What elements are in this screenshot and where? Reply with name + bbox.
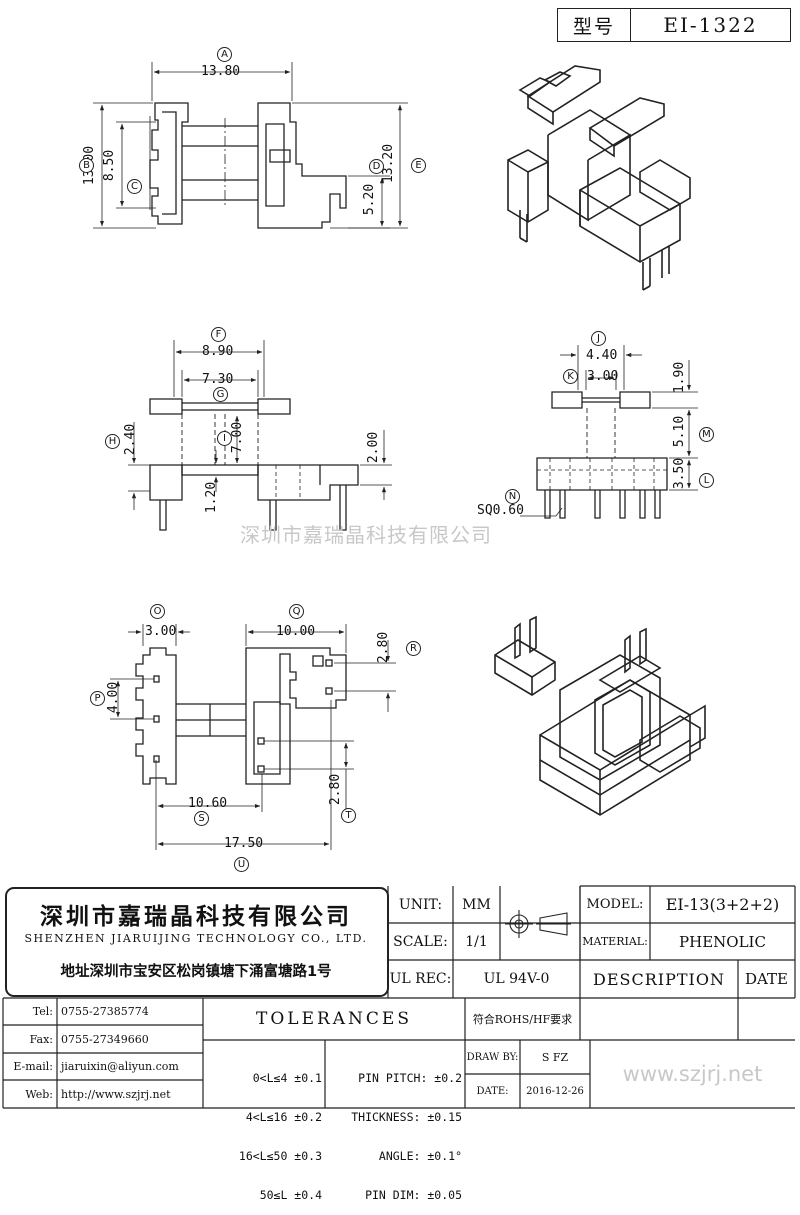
tolerance-line: 50≤L ±0.4 bbox=[259, 1188, 322, 1202]
dimension-label-q: Q bbox=[289, 604, 304, 619]
fax-value: 0755-27349660 bbox=[61, 1032, 149, 1046]
material-label: MATERIAL: bbox=[582, 935, 648, 948]
tolerance-line: PIN PITCH: ±0.2 bbox=[358, 1071, 462, 1085]
description-header: DESCRIPTION bbox=[593, 969, 725, 989]
dimension-label-a: A bbox=[217, 47, 232, 62]
tolerance-line: 4<L≤16 ±0.2 bbox=[245, 1110, 322, 1124]
front-view bbox=[128, 340, 392, 531]
side-view bbox=[520, 345, 698, 519]
web-label: Web: bbox=[25, 1087, 53, 1101]
dimension-label-l: L bbox=[699, 473, 714, 488]
tolerance-line: PIN DIM: ±0.05 bbox=[365, 1188, 462, 1202]
website-watermark: www.szjrj.net bbox=[622, 1062, 763, 1086]
scale-label: SCALE: bbox=[393, 933, 448, 950]
dimension-label-j: J bbox=[591, 331, 606, 346]
dimension-label-c: C bbox=[127, 179, 142, 194]
company-name-en: SHENZHEN JIARUIJING TECHNOLOGY CO., LTD. bbox=[24, 932, 368, 945]
tolerances-title: TOLERANCES bbox=[256, 1009, 412, 1029]
company-name-cn: 深圳市嘉瑞晶科技有限公司 bbox=[40, 904, 352, 930]
dim-J-value: 4.40 bbox=[586, 348, 618, 363]
email-value: jiaruixin@aliyun.com bbox=[61, 1060, 179, 1073]
dimension-label-o: O bbox=[150, 604, 165, 619]
dim-R-value: 2.80 bbox=[376, 631, 392, 664]
dimension-label-r: R bbox=[406, 641, 421, 656]
dimension-label-e: E bbox=[411, 158, 426, 173]
dim-F-value: 8.90 bbox=[202, 344, 234, 359]
isometric-view-top bbox=[507, 65, 691, 291]
dim-O-value: 3.00 bbox=[145, 624, 177, 639]
part-number: EI-1322 bbox=[663, 13, 758, 37]
dim-S-value: 10.60 bbox=[188, 796, 228, 811]
dim-j1-value: 1.90 bbox=[672, 361, 688, 394]
email-label: E-mail: bbox=[13, 1060, 53, 1073]
model-value: EI-13(3+2+2) bbox=[665, 895, 780, 914]
part-number-box: 型号 EI-1322 bbox=[557, 8, 791, 42]
dimension-label-m: M bbox=[699, 427, 714, 442]
dimension-label-h: H bbox=[105, 434, 120, 449]
bottom-view bbox=[110, 624, 396, 850]
projection-symbol-icon bbox=[505, 910, 571, 938]
dimension-label-n: N bbox=[505, 489, 520, 504]
dimension-label-i: I bbox=[217, 431, 232, 446]
dim-A-value: 13.80 bbox=[201, 64, 241, 79]
title-block-frame bbox=[2, 885, 796, 1109]
tolerance-line: ANGLE: ±0.1° bbox=[378, 1149, 462, 1163]
material-value: PHENOLIC bbox=[679, 932, 766, 951]
scale-value: 1/1 bbox=[465, 933, 488, 950]
tolerance-length-list: 0<L≤4 ±0.1 4<L≤16 ±0.2 16<L≤50 ±0.3 50≤L… bbox=[210, 1046, 322, 1215]
dim-h2-value: 2.00 bbox=[366, 431, 382, 464]
tel-value: 0755-27385774 bbox=[61, 1005, 149, 1018]
dimension-label-u: U bbox=[234, 857, 249, 872]
ul-rec-label: UL REC: bbox=[389, 971, 452, 987]
dim-D-value: 5.20 bbox=[362, 183, 378, 216]
tolerance-line: 0<L≤4 ±0.1 bbox=[252, 1071, 322, 1085]
dim-K-value: 3.00 bbox=[587, 369, 619, 384]
dimension-label-f: F bbox=[211, 327, 226, 342]
tolerance-misc-list: PIN PITCH: ±0.2 THICKNESS: ±0.15 ANGLE: … bbox=[328, 1046, 462, 1215]
isometric-view-bottom bbox=[494, 615, 706, 816]
ul-rec-value: UL 94V-0 bbox=[483, 971, 550, 987]
company-address: 地址深圳市宝安区松岗镇塘下涌富塘路1号 bbox=[60, 964, 332, 980]
dim-G-value: 7.30 bbox=[202, 372, 234, 387]
tolerance-line: 16<L≤50 ±0.3 bbox=[238, 1149, 322, 1163]
dimension-label-b: B bbox=[79, 158, 94, 173]
technical-drawing bbox=[2, 62, 796, 1109]
dim-M-value: 5.10 bbox=[672, 415, 688, 448]
tolerance-line: THICKNESS: ±0.15 bbox=[351, 1110, 462, 1124]
date-header: DATE bbox=[745, 970, 788, 988]
unit-value: MM bbox=[462, 896, 491, 913]
dimension-label-s: S bbox=[194, 811, 209, 826]
top-view bbox=[93, 62, 408, 229]
date-label: DATE: bbox=[476, 1085, 509, 1097]
dim-H-value: 2.40 bbox=[123, 423, 139, 456]
dim-U-value: 17.50 bbox=[224, 836, 264, 851]
part-number-label: 型号 bbox=[558, 9, 631, 41]
drawby-label: DRAW BY: bbox=[466, 1051, 519, 1063]
rohs-note: 符合ROHS/HF要求 bbox=[472, 1013, 573, 1026]
model-label: MODEL: bbox=[586, 897, 644, 912]
dimension-label-p: P bbox=[90, 691, 105, 706]
unit-label: UNIT: bbox=[398, 896, 443, 913]
dimension-label-k: K bbox=[563, 369, 578, 384]
dimension-label-g: G bbox=[213, 387, 228, 402]
dim-L-value: 3.50 bbox=[672, 457, 688, 490]
dim-h1-value: 1.20 bbox=[204, 481, 220, 514]
drawby-value: S FZ bbox=[541, 1050, 569, 1064]
dimension-label-t: T bbox=[341, 808, 356, 823]
dim-T-value: 2.80 bbox=[328, 773, 344, 806]
watermark-text: 深圳市嘉瑞晶科技有限公司 bbox=[240, 523, 492, 547]
dim-Q-value: 10.00 bbox=[276, 624, 316, 639]
dimension-label-d: D bbox=[369, 159, 384, 174]
tel-label: Tel: bbox=[32, 1005, 53, 1018]
fax-label: Fax: bbox=[29, 1032, 53, 1046]
web-value: http://www.szjrj.net bbox=[61, 1087, 171, 1101]
dim-P-value: 4.00 bbox=[106, 681, 122, 714]
dim-I-value: 7.00 bbox=[230, 421, 246, 454]
dim-N-value: SQ0.60 bbox=[477, 503, 524, 518]
dim-C-value: 8.50 bbox=[102, 149, 118, 182]
date-value: 2016-12-26 bbox=[526, 1085, 584, 1097]
